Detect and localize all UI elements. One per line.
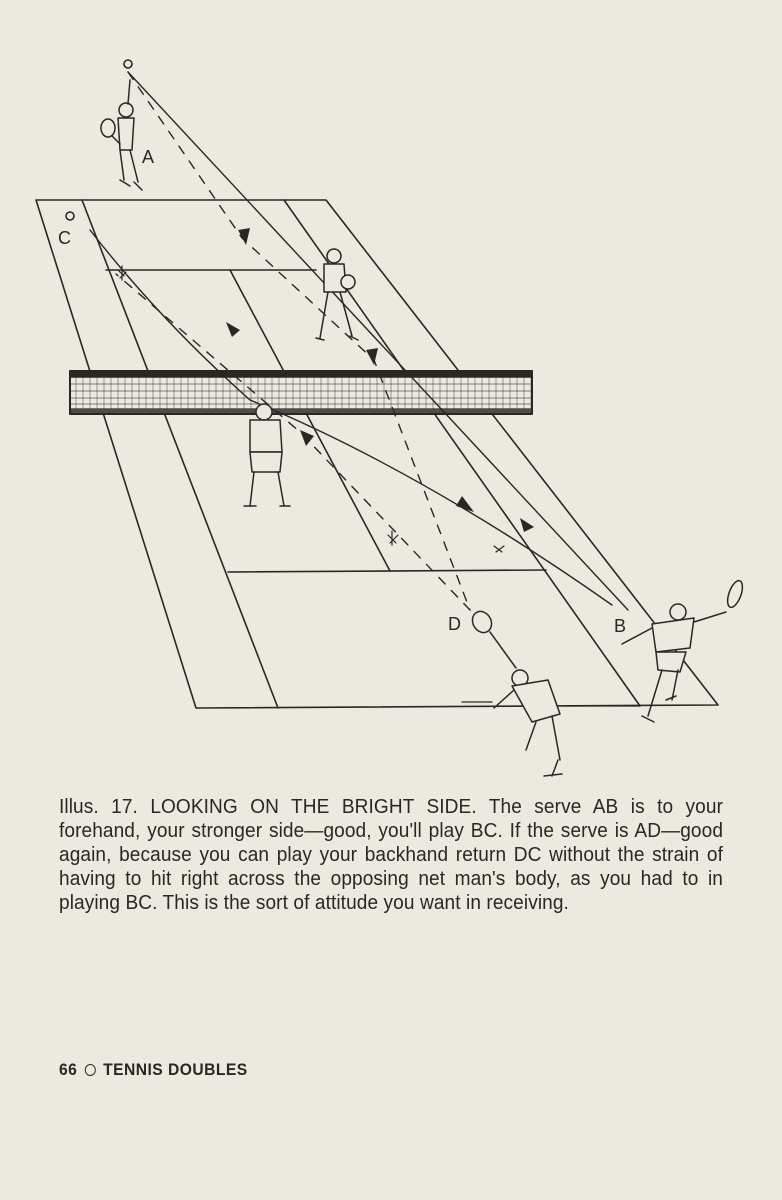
player-server-partner: [315, 248, 359, 341]
running-title: TENNIS DOUBLES: [103, 1060, 248, 1079]
ball-at-c: [65, 211, 75, 221]
label-c: C: [58, 228, 71, 248]
serve-path-ab: [127, 71, 629, 611]
tennis-net: [69, 370, 533, 415]
player-receiver-partner: [243, 403, 291, 507]
tennis-doubles-illustration: A B C D: [35, 59, 744, 777]
return-path-dc: [115, 273, 471, 611]
circle-separator-icon: [84, 1064, 96, 1077]
page-footer: 66 TENNIS DOUBLES: [59, 1060, 248, 1080]
player-d-receiver: [471, 610, 563, 777]
label-d: D: [448, 614, 461, 634]
bounce-marks: [117, 265, 505, 553]
serve-path-ad: [127, 71, 471, 611]
arrow-ad-2: [366, 348, 378, 365]
arrow-ad-1: [238, 228, 250, 245]
label-a: A: [142, 147, 154, 167]
arrow-dc: [300, 430, 314, 446]
illustration-caption: Illus. 17. LOOKING ON THE BRIGHT SIDE. T…: [59, 795, 724, 914]
ball-at-a: [123, 59, 133, 69]
player-a-server: [100, 79, 143, 191]
page-number: 66: [59, 1060, 78, 1079]
label-b: B: [614, 616, 626, 636]
player-b-receiver: [621, 579, 744, 723]
